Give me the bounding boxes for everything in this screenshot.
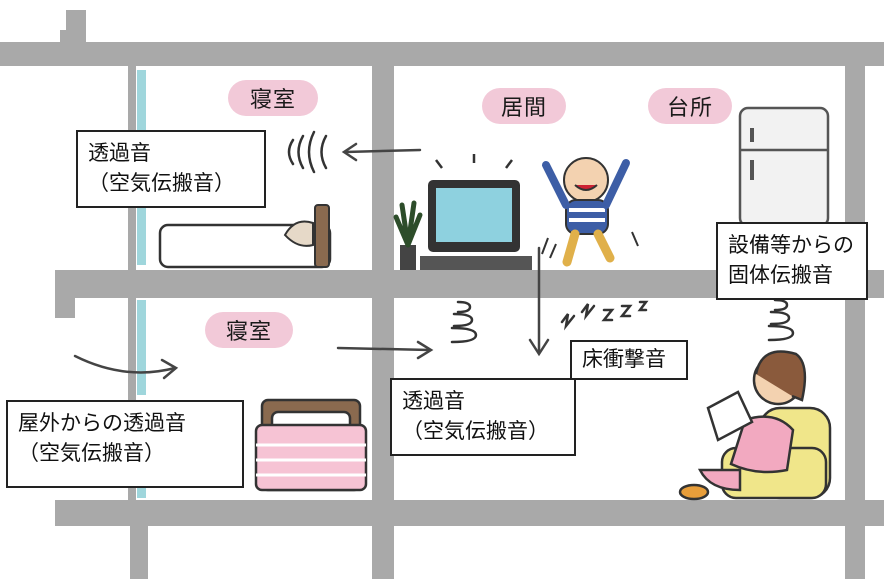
- callout-equipment-structure: 設備等からの 固体伝搬音: [716, 222, 868, 300]
- motion-lines-icon: [541, 231, 639, 259]
- plant-icon: [393, 200, 423, 270]
- refrigerator-icon: [738, 106, 830, 228]
- room-label-kitchen: 台所: [648, 88, 732, 124]
- sound-wave-ceiling-right-icon: [767, 298, 795, 342]
- callout-floor-impact: 床衝撃音: [570, 340, 688, 380]
- callout-upper-transmission: 透過音 （空気伝搬音）: [76, 130, 266, 208]
- tv-icon: [420, 154, 532, 270]
- callout-line: 設備等からの: [728, 233, 854, 257]
- callout-line: （空気伝搬音）: [402, 419, 549, 444]
- arrow-impact-down: [528, 246, 550, 357]
- callout-line: （空気伝搬音）: [18, 441, 165, 466]
- arrow-outdoor: [73, 354, 179, 380]
- room-label-bedroom-upper: 寝室: [228, 80, 318, 116]
- woman-in-armchair-icon: [678, 350, 832, 501]
- callout-line: 透過音: [402, 389, 465, 413]
- sound-wave-ceiling-left-icon: [450, 300, 478, 344]
- callout-line: （空気伝搬音）: [88, 171, 235, 196]
- arrow-tv-to-bedroom: [341, 142, 422, 162]
- arrow-bedroom-to-living: [336, 340, 434, 360]
- sound-wave-upper-icon: [287, 130, 328, 174]
- bed-upper-icon: [158, 204, 332, 269]
- callout-line: 屋外からの透過音: [18, 411, 186, 435]
- building-structure: [0, 10, 884, 579]
- callout-line: 床衝撃音: [582, 347, 666, 371]
- bed-lower-icon: [254, 398, 368, 492]
- room-label-living: 居間: [482, 88, 566, 124]
- callout-lower-transmission: 透過音 （空気伝搬音）: [390, 378, 576, 456]
- impact-squiggle-icon: [560, 300, 649, 331]
- callout-outdoor-transmission: 屋外からの透過音 （空気伝搬音）: [6, 400, 244, 488]
- callout-line: 固体伝搬音: [728, 263, 833, 288]
- jumping-child-icon: [542, 157, 630, 267]
- callout-line: 透過音: [88, 141, 151, 165]
- room-label-bedroom-lower: 寝室: [205, 312, 293, 348]
